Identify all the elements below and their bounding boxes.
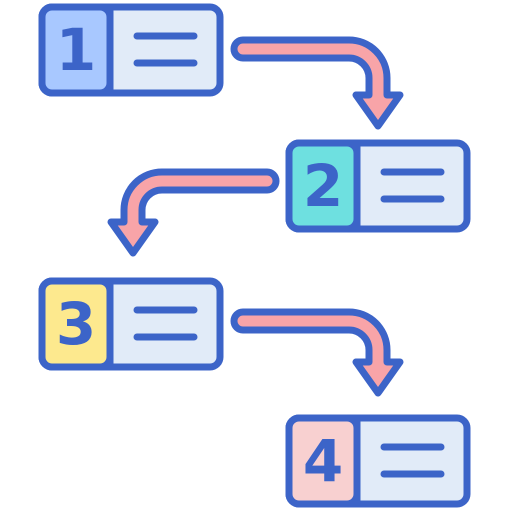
lines-icon [380, 168, 445, 203]
step-card-1: 1 [38, 3, 224, 97]
arrow-1-to-2 [230, 36, 404, 130]
lines-icon [380, 443, 445, 478]
step-number: 2 [303, 152, 343, 220]
arrow-2-to-3 [107, 168, 280, 257]
curved-arrow-icon [230, 36, 404, 130]
step-number: 3 [56, 290, 96, 358]
step-number: 4 [303, 427, 343, 495]
curved-arrow-icon [230, 308, 404, 397]
lines-icon [133, 32, 198, 67]
step-card-3: 3 [38, 277, 224, 371]
arrow-3-to-4 [230, 308, 404, 397]
step-number: 1 [56, 16, 96, 84]
step-card-2: 2 [285, 139, 471, 233]
lines-icon [133, 306, 198, 341]
step-card-4: 4 [285, 414, 471, 508]
curved-arrow-icon [107, 168, 280, 257]
